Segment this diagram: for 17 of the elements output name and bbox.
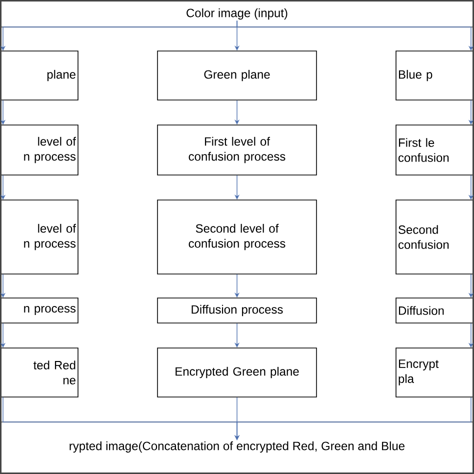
output-text: rypted image(Concatenation of encrypted Red, Green and Blue <box>70 441 404 453</box>
process-box: Diffusion <box>396 298 473 324</box>
process-box: Green plane <box>157 50 317 100</box>
process-box: Blue p <box>396 50 473 100</box>
process-box: n process <box>1 298 78 324</box>
title-text: Color image (input) <box>186 8 288 20</box>
process-box: level of n process <box>1 200 78 274</box>
process-box: plane <box>1 50 78 100</box>
process-box: ted Red ne <box>1 348 78 398</box>
process-box: First le confusion <box>396 124 473 176</box>
process-box: level of n process <box>1 124 78 176</box>
process-box: Encrypt pla <box>396 348 473 398</box>
process-box: First level of confusion process <box>157 124 317 176</box>
process-box: Encrypted Green plane <box>157 348 317 398</box>
process-box: Second level of confusion process <box>157 200 317 274</box>
process-box: Second confusion <box>396 200 473 274</box>
process-box: Diffusion process <box>157 298 317 324</box>
